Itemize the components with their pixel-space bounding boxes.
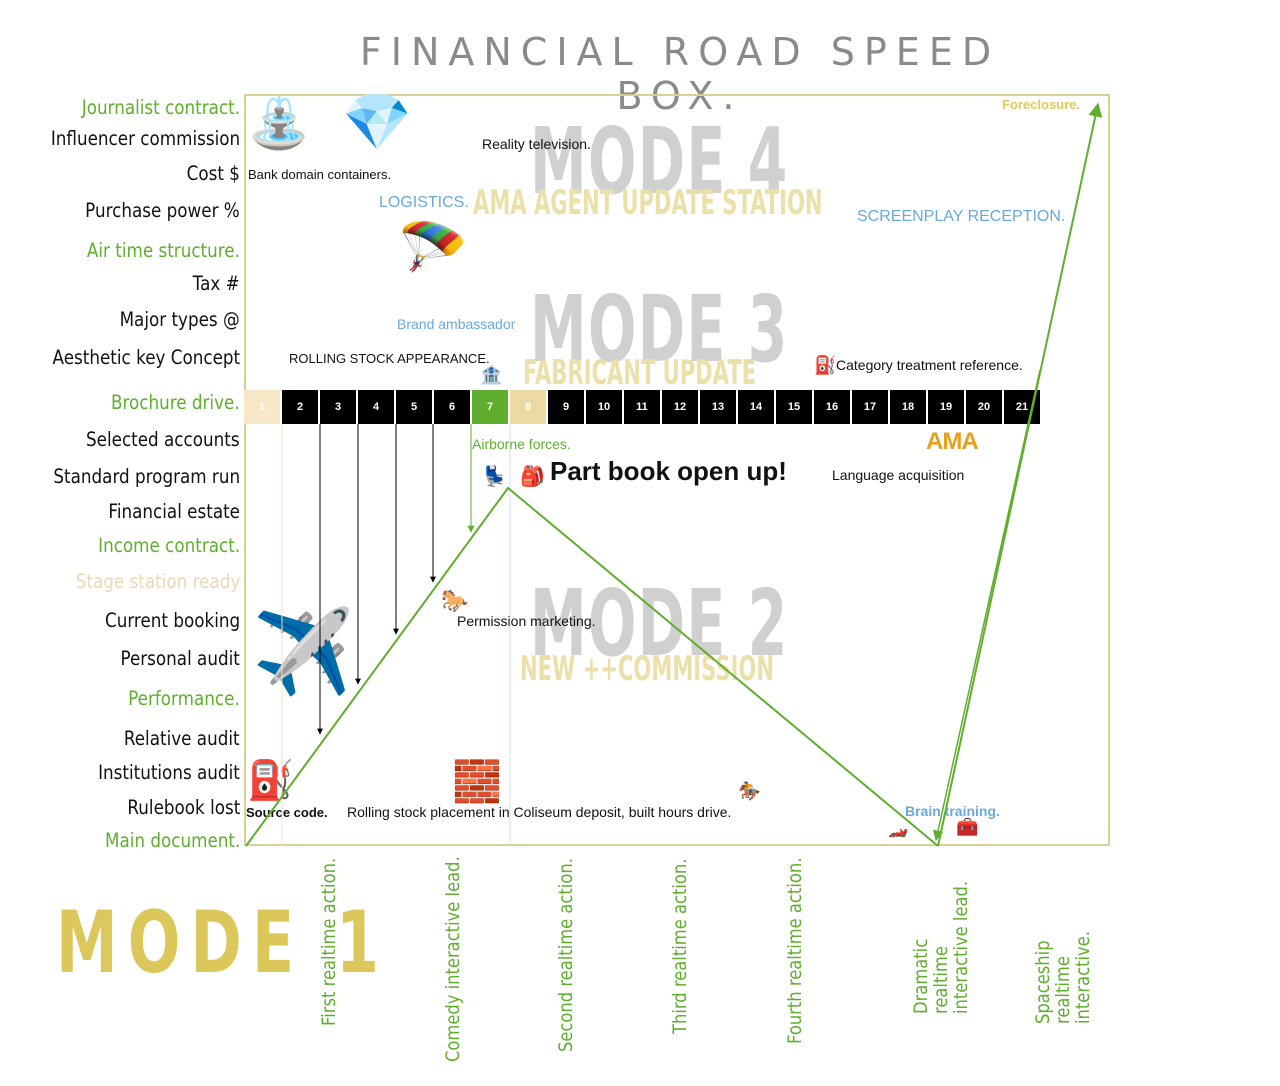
- step-cell[interactable]: 19: [928, 390, 964, 424]
- step-cell[interactable]: 3: [320, 390, 356, 424]
- column-label: Dramatic realtime interactive lead.: [910, 880, 972, 1014]
- logistics-label: LOGISTICS.: [379, 194, 469, 211]
- permission-label: Permission marketing.: [457, 613, 596, 629]
- seat-icon: 💺: [482, 466, 507, 488]
- column-label: Spaceship realtime interactive.: [1032, 931, 1094, 1024]
- foreclosure-label: Foreclosure.: [1002, 97, 1081, 112]
- step-cell[interactable]: 7: [472, 390, 508, 424]
- row-label: Main document.: [104, 829, 240, 852]
- step-cell[interactable]: 9: [548, 390, 584, 424]
- step-cell[interactable]: 15: [776, 390, 812, 424]
- step-cell[interactable]: 16: [814, 390, 850, 424]
- row-label: Rulebook lost: [127, 796, 240, 819]
- horse-icon: 🐎: [441, 588, 469, 613]
- fuel-pump-icon: ⛽: [247, 760, 295, 802]
- step-cell[interactable]: 6: [434, 390, 470, 424]
- row-label: Air time structure.: [86, 239, 240, 262]
- bank-icon: 🏦: [480, 365, 503, 385]
- step-number-row: 1 2 3 4 5 6 7 8 9 10 11 12 13 14 15 16 1…: [244, 390, 1042, 424]
- horse-racing-icon: 🏇: [738, 781, 761, 801]
- column-label: Second realtime action.: [555, 858, 577, 1052]
- brain-training-label: Brain training.: [905, 803, 1000, 819]
- step-cell[interactable]: 17: [852, 390, 888, 424]
- part-book-label: Part book open up!: [550, 456, 787, 486]
- brand-ambassador-label: Brand ambassador: [397, 316, 516, 332]
- row-label: Income contract.: [97, 534, 240, 557]
- fuel-pump-small-icon: ⛽: [814, 355, 837, 375]
- step-cell[interactable]: 1: [244, 390, 280, 424]
- airplane-icon: ✈️: [252, 607, 355, 698]
- category-treatment-label: Category treatment reference.: [836, 357, 1023, 373]
- row-label: Stage station ready: [75, 570, 240, 593]
- row-label: Brochure drive.: [111, 391, 240, 414]
- gem-icon: 💎: [342, 90, 412, 153]
- step-cell[interactable]: 11: [624, 390, 660, 424]
- bank-domain-label: Bank domain containers.: [248, 167, 392, 182]
- row-label: Cost $: [186, 162, 240, 185]
- screenplay-label: SCREENPLAY RECEPTION.: [857, 208, 1066, 225]
- ama-icon: AMA: [926, 428, 979, 455]
- row-label: Major types @: [119, 308, 240, 331]
- step-cell[interactable]: 12: [662, 390, 698, 424]
- airborne-label: Airborne forces.: [472, 436, 571, 452]
- bricks-icon: 🧱: [452, 760, 502, 804]
- row-label: Financial estate: [108, 500, 240, 523]
- mode3-subtitle: FABRICANT UPDATE: [523, 353, 757, 393]
- row-label: Standard program run: [53, 465, 240, 488]
- step-cell[interactable]: 10: [586, 390, 622, 424]
- row-label: Performance.: [128, 687, 240, 710]
- step-cell[interactable]: 13: [700, 390, 736, 424]
- column-label: Third realtime action.: [669, 858, 691, 1034]
- safe-icon: 🧰: [956, 817, 979, 837]
- row-label: Relative audit: [124, 727, 240, 750]
- rolling-stock-placement-label: Rolling stock placement in Coliseum depo…: [347, 804, 732, 820]
- race-car-icon: 🏎️: [888, 821, 908, 838]
- row-label: Selected accounts: [86, 428, 240, 451]
- source-code-label: Source code.: [246, 805, 328, 820]
- row-label: Tax #: [192, 272, 240, 295]
- row-label: Journalist contract.: [81, 96, 240, 119]
- mode4-title: MODE 4: [530, 108, 789, 215]
- mode1-title: MODE 1: [56, 893, 390, 993]
- row-label: Personal audit: [120, 647, 240, 670]
- mode4-subtitle: AMA AGENT UPDATE STATION: [473, 183, 823, 223]
- column-label: Fourth realtime action.: [784, 857, 806, 1044]
- column-label: First realtime action.: [318, 857, 340, 1026]
- mode3-title: MODE 3: [530, 276, 789, 383]
- row-label: Aesthetic key Concept: [52, 346, 240, 369]
- step-cell[interactable]: 4: [358, 390, 394, 424]
- reality-tv-label: Reality television.: [482, 136, 591, 152]
- row-labels: Journalist contract. Influencer commissi…: [0, 0, 240, 860]
- row-label: Current booking: [104, 609, 240, 632]
- column-label: Comedy interactive lead.: [442, 856, 464, 1062]
- step-cell[interactable]: 18: [890, 390, 926, 424]
- step-cell[interactable]: 21: [1004, 390, 1040, 424]
- row-label: Purchase power %: [85, 199, 240, 222]
- step-cell[interactable]: 5: [396, 390, 432, 424]
- step-cell[interactable]: 8: [510, 390, 546, 424]
- step-cell[interactable]: 2: [282, 390, 318, 424]
- page-title: FINANCIAL ROAD SPEED BOX.: [359, 30, 1001, 118]
- mode2-subtitle: NEW ++COMMISSION: [520, 649, 774, 689]
- language-label: Language acquisition: [832, 467, 965, 483]
- row-label: Influencer commission: [50, 127, 240, 150]
- fountain-icon: ⛲: [248, 95, 311, 151]
- step-cell[interactable]: 20: [966, 390, 1002, 424]
- backpack-icon: 🎒: [520, 466, 545, 488]
- row-label: Institutions audit: [98, 761, 240, 784]
- rolling-stock-appearance-label: ROLLING STOCK APPEARANCE.: [289, 351, 490, 366]
- parachute-icon: 🪂: [398, 216, 468, 279]
- step-cell[interactable]: 14: [738, 390, 774, 424]
